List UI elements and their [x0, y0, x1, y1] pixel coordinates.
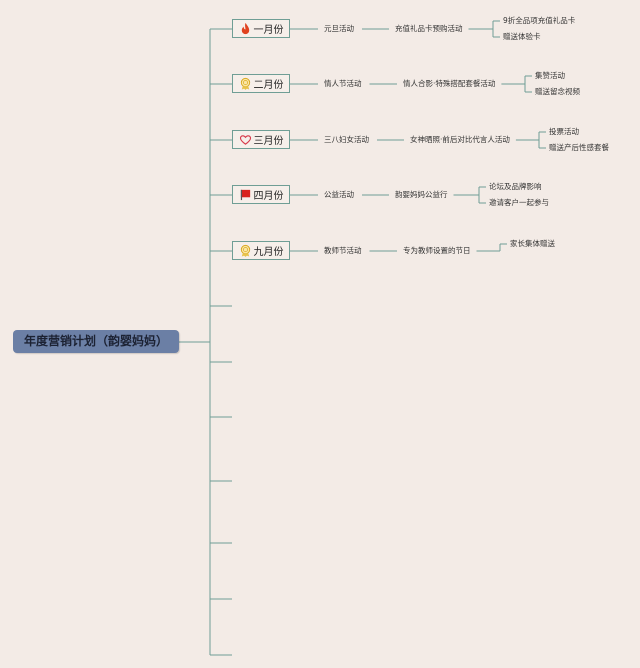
event-label[interactable]: 元旦活动 [324, 24, 354, 33]
month-label: 一月份 [253, 25, 284, 36]
month-node[interactable]: 二月份 [232, 74, 290, 93]
month-label: 四月份 [253, 191, 284, 202]
event-label[interactable]: 教师节活动 [324, 246, 362, 255]
activity-label[interactable]: 女神晒照·前后对比代言人活动 [410, 135, 510, 144]
month-label: 二月份 [253, 80, 284, 91]
detail-label[interactable]: 论坛及品牌影响 [489, 182, 542, 191]
month-label: 九月份 [253, 247, 284, 258]
fire-icon [239, 22, 252, 35]
red-flag-icon [239, 188, 252, 201]
month-node[interactable]: 一月份 [232, 19, 290, 38]
root-topic[interactable]: 年度营销计划（韵婴妈妈） [13, 330, 179, 353]
heart-outline-icon [239, 133, 252, 146]
detail-label[interactable]: 集赞活动 [535, 71, 565, 80]
activity-label[interactable]: 情人合影·特殊搭配套餐活动 [403, 79, 496, 88]
ribbon-medal-icon [239, 77, 252, 90]
activity-label[interactable]: 韵婴妈妈公益行 [395, 190, 448, 199]
detail-label[interactable]: 邀请客户一起参与 [489, 198, 549, 207]
activity-label[interactable]: 充值礼品卡预购活动 [395, 24, 463, 33]
event-label[interactable]: 公益活动 [324, 190, 354, 199]
detail-label[interactable]: 家长集体赠送 [510, 239, 555, 248]
detail-label[interactable]: 赠送产后性感套餐 [549, 143, 609, 152]
month-node[interactable]: 四月份 [232, 185, 290, 204]
detail-label[interactable]: 9折全品项充值礼品卡 [503, 16, 576, 25]
month-label: 三月份 [253, 136, 284, 147]
detail-label[interactable]: 赠送留念视频 [535, 87, 580, 96]
activity-label[interactable]: 专为教师设置的节日 [403, 246, 471, 255]
detail-label[interactable]: 赠送体验卡 [503, 32, 541, 41]
month-node[interactable]: 三月份 [232, 130, 290, 149]
detail-label[interactable]: 投票活动 [549, 127, 579, 136]
event-label[interactable]: 三八妇女活动 [324, 135, 369, 144]
event-label[interactable]: 情人节活动 [324, 79, 362, 88]
ribbon-medal-icon [239, 244, 252, 257]
month-node[interactable]: 九月份 [232, 241, 290, 260]
